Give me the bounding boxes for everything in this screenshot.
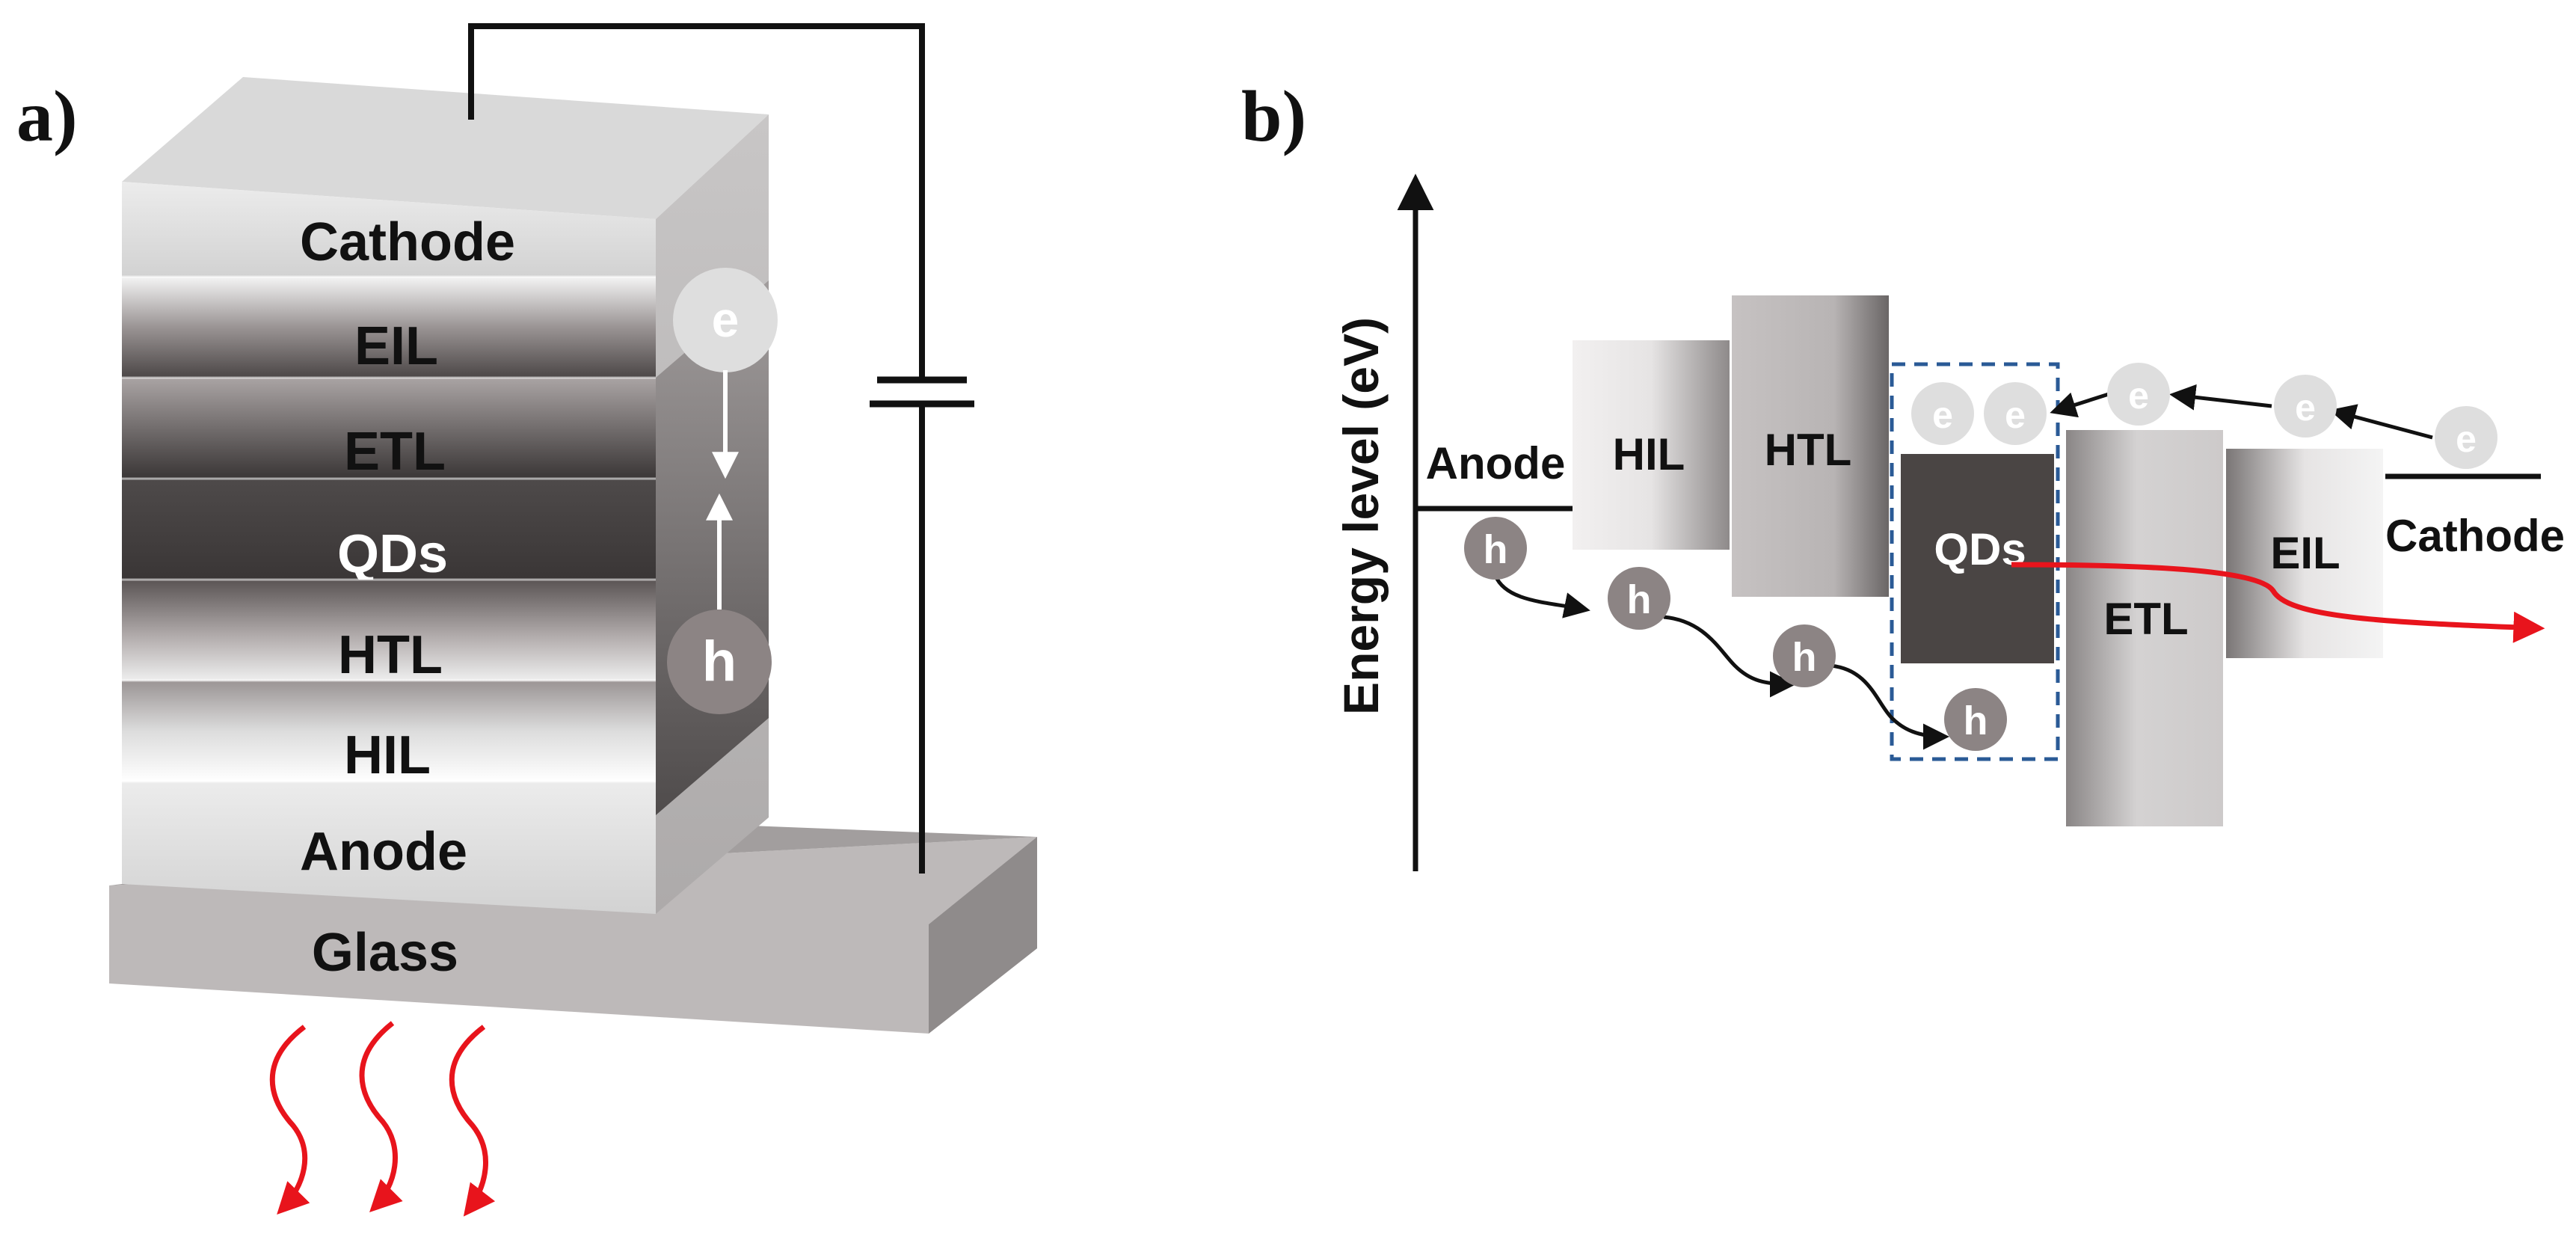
band-eil-label: EIL	[2270, 528, 2340, 578]
hole-carriers: h h h h	[1464, 517, 2007, 751]
band-eil: EIL	[2226, 449, 2383, 658]
glass-label: Glass	[312, 923, 458, 983]
electron-carrier	[2107, 363, 2170, 426]
light-wave-2	[359, 1021, 403, 1212]
hole-symbol: h	[702, 630, 737, 693]
band-qds-label: QDs	[1934, 524, 2026, 574]
hil-label: HIL	[344, 725, 431, 785]
emission-arrow	[2011, 562, 2545, 643]
hole-path	[1493, 574, 1949, 750]
layer-qds: QDs	[122, 479, 656, 584]
anode-label: Anode	[300, 822, 467, 882]
layer-cathode: Cathode	[122, 182, 656, 277]
band-htl-label: HTL	[1765, 425, 1852, 475]
light-wave-1	[269, 1025, 310, 1215]
layer-separators	[122, 275, 656, 783]
electron-symbol: e	[2128, 375, 2149, 417]
electron-carrier	[1984, 382, 2047, 445]
emitted-light	[269, 1021, 496, 1217]
cathode-label: Cathode	[300, 212, 515, 272]
band-htl: HTL	[1732, 295, 1889, 597]
band-etl: ETL	[2066, 430, 2223, 826]
panel-b: b) Energy level (eV) Anode HIL HTL QDs E…	[1241, 76, 2565, 871]
recombination-zone	[1890, 362, 2060, 761]
hole-symbol: h	[1792, 635, 1817, 680]
y-axis-title: Energy level (eV)	[1333, 317, 1389, 715]
layer-anode: Anode	[122, 782, 656, 914]
htl-label: HTL	[338, 625, 443, 685]
eil-label: EIL	[354, 316, 438, 376]
electron-carriers: e e e e e	[1911, 363, 2497, 469]
carrier-hole-a: h	[667, 610, 772, 714]
anode-level-label: Anode	[1426, 438, 1566, 488]
etl-label: ETL	[344, 422, 446, 482]
panel-a-label: a)	[16, 76, 78, 157]
panel-a: a) Glass Cathode EIL ETL QDs	[16, 23, 1037, 1217]
battery-symbol	[870, 376, 974, 408]
band-qds: QDs	[1901, 454, 2054, 663]
stack-top-face	[122, 77, 769, 219]
electron-symbol: e	[2005, 394, 2026, 436]
cathode-level-label: Cathode	[2385, 511, 2565, 561]
hole-carrier	[1944, 688, 2007, 751]
hole-symbol: h	[1627, 577, 1652, 622]
electron-carrier	[1911, 382, 1974, 445]
layer-htl: HTL	[122, 580, 656, 685]
hole-carrier	[1608, 567, 1670, 630]
electron-symbol: e	[2295, 387, 2316, 429]
layer-eil: EIL	[122, 277, 656, 378]
circuit-wire	[468, 23, 925, 874]
layer-etl: ETL	[122, 378, 656, 482]
band-etl-label: ETL	[2103, 594, 2188, 644]
electron-carrier	[2435, 406, 2497, 469]
electron-symbol: e	[2456, 418, 2477, 460]
band-hil: HIL	[1573, 340, 1730, 550]
hole-symbol: h	[1484, 527, 1508, 572]
hole-symbol: h	[1964, 699, 1988, 743]
electron-symbol: e	[1932, 394, 1953, 436]
electron-carrier	[2274, 375, 2337, 438]
electron-path	[2050, 384, 2433, 440]
hole-carrier	[1464, 517, 1527, 580]
hole-carrier	[1773, 624, 1836, 687]
panel-b-label: b)	[1241, 76, 1306, 157]
layer-hil: HIL	[122, 681, 656, 785]
light-wave-3	[449, 1025, 496, 1217]
carrier-electron-a: e	[673, 268, 778, 372]
band-hil-label: HIL	[1613, 429, 1685, 479]
qds-label: QDs	[337, 524, 448, 584]
glass-side-face	[929, 837, 1037, 1034]
electron-symbol: e	[712, 292, 740, 347]
